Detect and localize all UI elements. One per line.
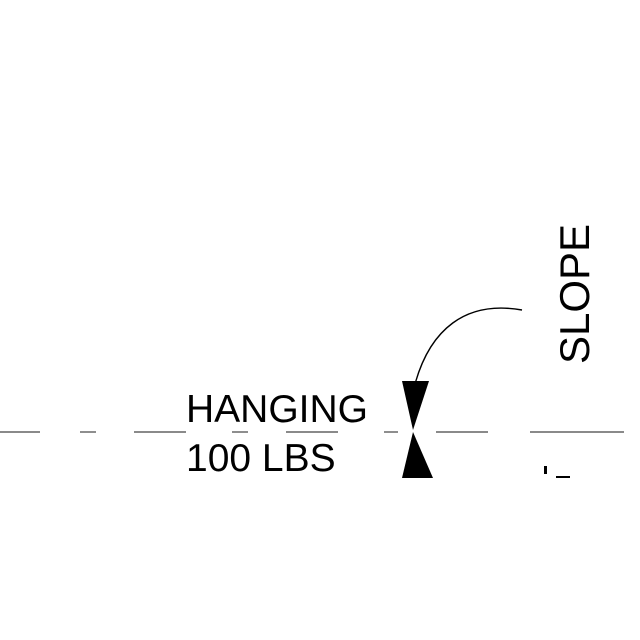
load-symbol-upper-wedge — [402, 381, 429, 430]
tick-marks — [544, 466, 570, 478]
load-symbol — [402, 381, 433, 478]
weight-label: 100 LBS — [186, 437, 336, 480]
slope-arrow-curve — [414, 307, 523, 385]
load-symbol-lower-wedge — [402, 432, 433, 478]
hanging-label: HANGING — [186, 388, 368, 431]
slope-label: SLOPE — [551, 224, 598, 364]
